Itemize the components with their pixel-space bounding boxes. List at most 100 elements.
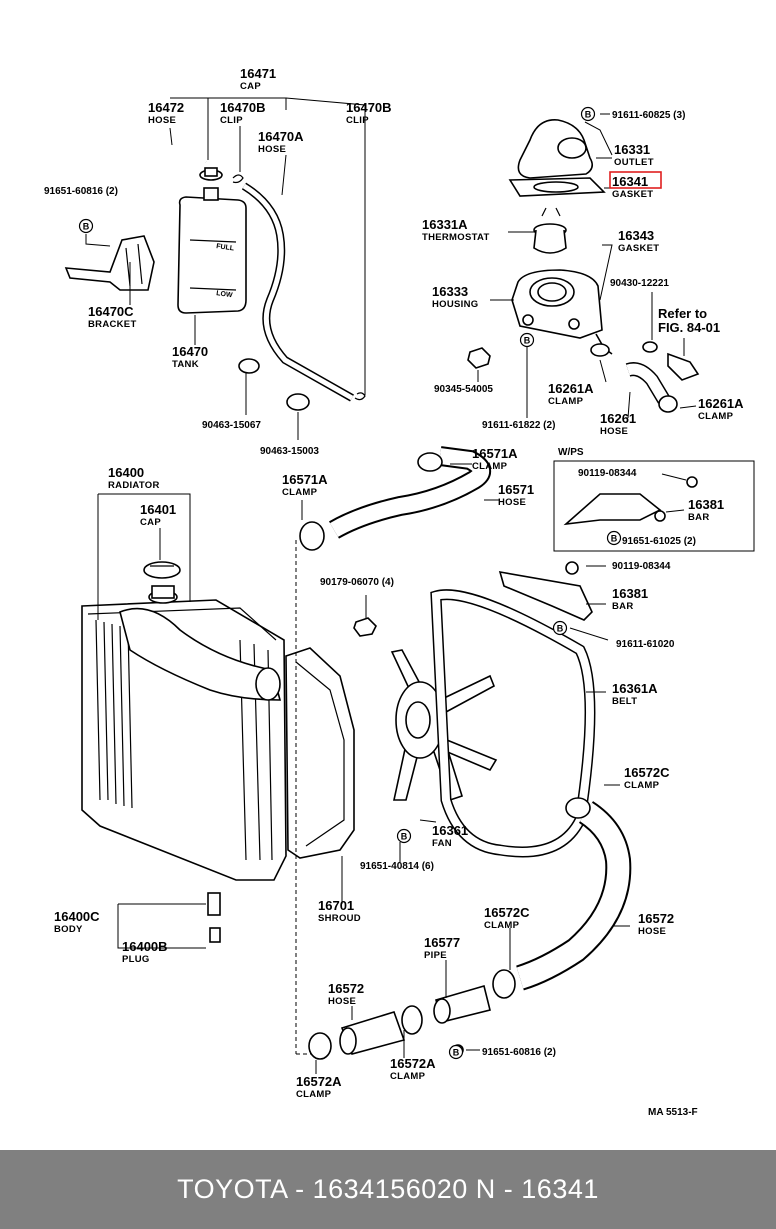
part-number: 16471 [240, 66, 276, 81]
part-number: 16331 [614, 142, 650, 157]
part-description: BODY [54, 924, 83, 935]
footer-bar: TOYOTA - 1634156020 N - 16341 [0, 1150, 776, 1229]
part-number: 16470B [220, 100, 266, 115]
part-description: CLAMP [390, 1071, 426, 1082]
diagram-code: MA 5513-F [648, 1107, 698, 1118]
part-description: THERMOSTAT [422, 232, 490, 243]
reservoir-assembly: FULL LOW [64, 97, 366, 440]
part-number: 90430-12221 [610, 278, 669, 289]
callout-47: 91651-60816 (2) [482, 1047, 556, 1058]
bolt-marker-icon [580, 106, 596, 122]
part-description: SHROUD [318, 913, 361, 924]
part-description: HOSE [600, 426, 628, 437]
bolt-marker-icon [78, 218, 94, 234]
part-number: 16261A [548, 381, 594, 396]
part-number: 90463-15003 [260, 446, 319, 457]
part-description: CLAMP [624, 780, 660, 791]
svg-text:LOW: LOW [216, 290, 234, 299]
lower-hose-assembly [308, 784, 632, 1074]
part-description: RADIATOR [108, 480, 160, 491]
part-number: 16577 [424, 935, 460, 950]
bolt-marker-label: B [453, 1048, 460, 1058]
svg-text:FULL: FULL [216, 243, 235, 253]
callout-16: 90430-12221 [610, 278, 669, 289]
part-description: CLAMP [548, 396, 584, 407]
bolt-marker-label: B [524, 336, 531, 346]
part-number: 16261 [600, 411, 636, 426]
part-number: 90345-54005 [434, 384, 493, 395]
part-number: 91651-61025 (2) [622, 536, 696, 547]
bolt-marker-icon [519, 332, 535, 348]
part-description: HOSE [638, 926, 666, 937]
part-number: 91611-61020 [616, 639, 675, 650]
bolt-marker-label: B [611, 534, 618, 544]
part-description: FAN [432, 838, 452, 849]
part-number: 90179-06070 (4) [320, 577, 394, 588]
radiator-assembly [81, 493, 287, 949]
part-number: 16331A [422, 217, 468, 232]
thermostat-assembly [467, 113, 700, 419]
part-number: 16401 [140, 502, 176, 517]
part-number: 16572 [638, 911, 674, 926]
part-number: 16381 [688, 497, 724, 512]
callout-9: 90463-15003 [260, 446, 319, 457]
callout-20: 91611-61822 (2) [482, 420, 555, 431]
part-number: 16470C [88, 304, 134, 319]
part-description: BRACKET [88, 319, 137, 330]
part-number: 16572C [624, 765, 670, 780]
callout-38: 91651-40814 (6) [360, 861, 434, 872]
part-description: HOSE [498, 497, 526, 508]
part-description: CAP [140, 517, 161, 528]
part-description: CAP [240, 81, 261, 92]
part-number: 16400B [122, 939, 168, 954]
part-description: HOUSING [432, 299, 478, 310]
part-number: 16571A [282, 472, 328, 487]
part-description: OUTLET [614, 157, 654, 168]
part-description: CLIP [346, 115, 369, 126]
part-description: CLIP [220, 115, 243, 126]
part-number: 16341 [612, 174, 648, 189]
callout-31: 91651-61025 (2) [622, 536, 696, 547]
wps-label: W/PS [558, 447, 584, 458]
bolt-marker-label: B [401, 832, 408, 842]
part-number: 16572C [484, 905, 530, 920]
part-description: CLAMP [296, 1089, 332, 1100]
part-number: 91651-60816 (2) [44, 186, 118, 197]
part-number: 16343 [618, 228, 654, 243]
part-description: CLAMP [472, 461, 508, 472]
part-description: CLAMP [484, 920, 520, 931]
callout-8: 90463-15067 [202, 420, 261, 431]
callout-18: 90345-54005 [434, 384, 493, 395]
part-description: GASKET [618, 243, 659, 254]
part-number: 90119-08344 [578, 468, 637, 479]
callout-28: 90179-06070 (4) [320, 577, 394, 588]
part-description: FIG. 84-01 [658, 320, 720, 335]
part-number: 16361A [612, 681, 658, 696]
part-description: GASKET [612, 189, 653, 200]
part-number: 91611-61822 (2) [482, 420, 555, 431]
part-number: 16701 [318, 898, 354, 913]
bolt-marker-label: B [585, 110, 592, 120]
part-description: HOSE [148, 115, 176, 126]
